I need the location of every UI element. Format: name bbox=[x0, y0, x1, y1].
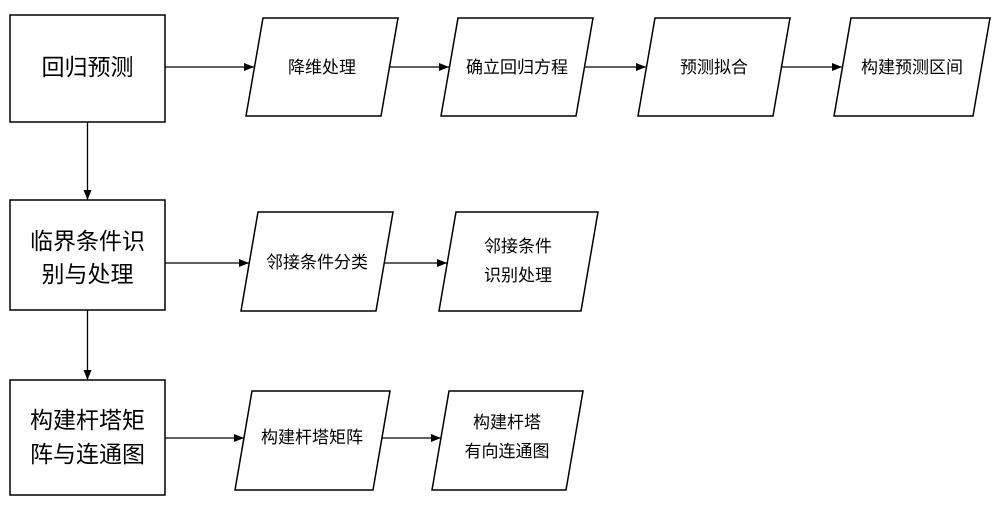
main-step-box bbox=[9, 379, 166, 496]
substep-parallelogram bbox=[438, 211, 599, 312]
substep-parallelogram bbox=[833, 17, 991, 117]
substep-prediction-interval: 构建预测区间 bbox=[833, 17, 991, 117]
substep-label: 构建预测区间 bbox=[861, 58, 963, 78]
main-step-box bbox=[9, 199, 166, 311]
substep-label: 预测拟合 bbox=[680, 58, 748, 78]
main-step-label-line-1: 构建杆塔矩 bbox=[30, 408, 145, 434]
substep-parallelogram bbox=[240, 211, 394, 312]
main-step-label: 回归预测 bbox=[42, 55, 134, 81]
main-step-label-line-2: 别与处理 bbox=[42, 262, 134, 288]
main-step-label-line-1: 临界条件识 bbox=[30, 229, 145, 255]
substep-regression-equation: 确立回归方程 bbox=[440, 17, 594, 117]
substep-parallelogram bbox=[245, 17, 399, 117]
step-build-tower-matrix-graph: 构建杆塔矩 阵与连通图 bbox=[9, 379, 166, 496]
substep-prediction-fitting: 预测拟合 bbox=[637, 17, 791, 117]
substep-directed-connectivity-graph: 构建杆塔 有向连通图 bbox=[431, 390, 584, 491]
substep-parallelogram bbox=[431, 390, 584, 491]
step-critical-condition-handling: 临界条件识 别与处理 bbox=[9, 199, 166, 311]
main-step-box bbox=[9, 14, 166, 123]
main-step-label-line-2: 阵与连通图 bbox=[30, 442, 145, 468]
substep-adjacency-classification: 邻接条件分类 bbox=[240, 211, 394, 312]
substep-parallelogram bbox=[440, 17, 594, 117]
substep-label-line-2: 识别处理 bbox=[484, 266, 552, 286]
substep-parallelogram bbox=[234, 390, 391, 491]
substep-label-line-1: 邻接条件 bbox=[484, 237, 552, 257]
substep-tower-matrix: 构建杆塔矩阵 bbox=[234, 390, 391, 491]
substep-label-line-2: 有向连通图 bbox=[465, 442, 550, 462]
substep-label: 构建杆塔矩阵 bbox=[261, 428, 363, 448]
step-regression-prediction: 回归预测 bbox=[9, 14, 166, 123]
substep-label: 确立回归方程 bbox=[466, 58, 568, 78]
substep-label: 邻接条件分类 bbox=[266, 253, 368, 273]
substep-dimension-reduction: 降维处理 bbox=[245, 17, 399, 117]
substep-parallelogram bbox=[637, 17, 791, 117]
substep-label: 降维处理 bbox=[288, 58, 356, 78]
substep-label-line-1: 构建杆塔 bbox=[473, 413, 541, 433]
substep-adjacency-identification: 邻接条件 识别处理 bbox=[438, 211, 599, 312]
